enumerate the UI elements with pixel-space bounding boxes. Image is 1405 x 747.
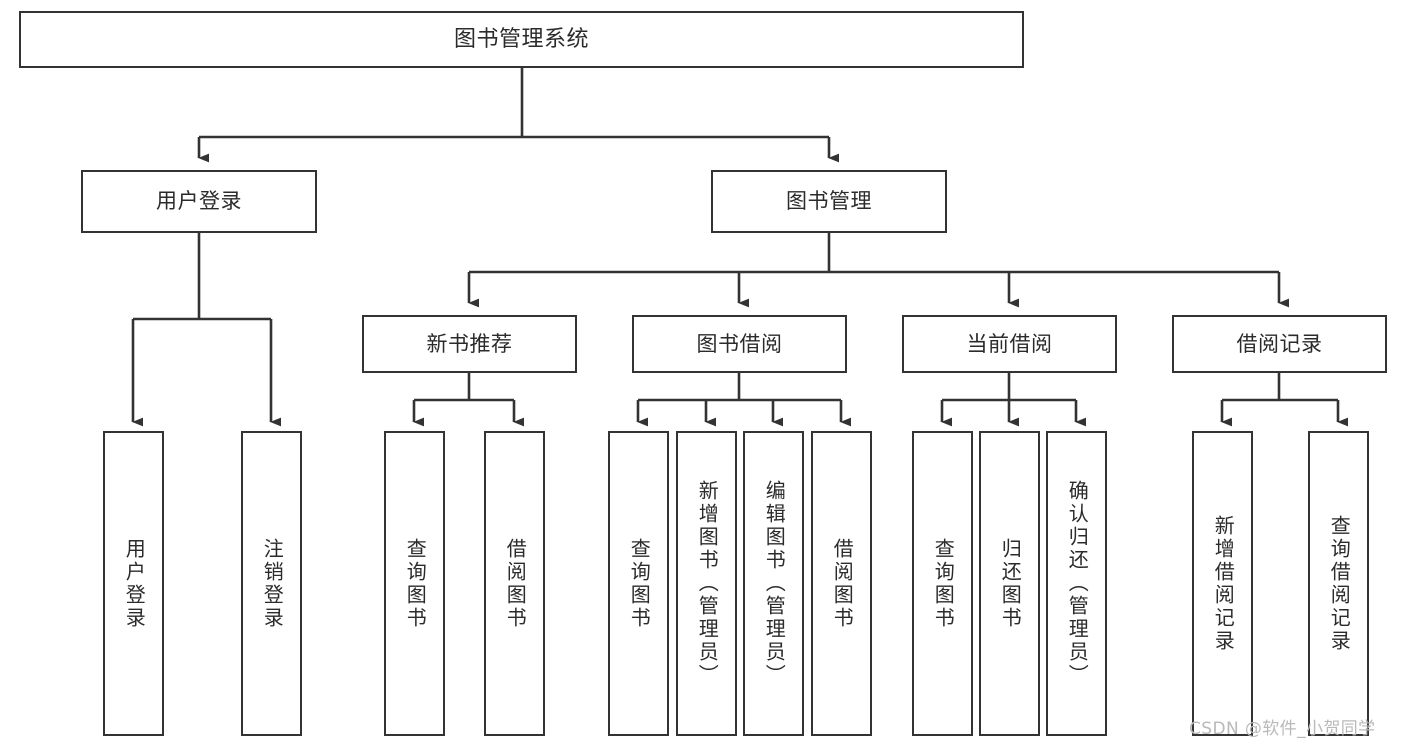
node-label: 归还图书: [998, 537, 1023, 630]
leaf-borrow-record-query[interactable]: 查询借阅记录: [1308, 431, 1369, 736]
leaf-current-borrow-confirm[interactable]: 确认归还（管理员）: [1046, 431, 1107, 736]
node-label: 新增借阅记录: [1211, 514, 1236, 653]
leaf-user-login-logout[interactable]: 注销登录: [241, 431, 302, 736]
node-label: 借阅图书: [503, 537, 528, 630]
node-label: 当前借阅: [966, 331, 1053, 356]
node-book-management[interactable]: 图书管理: [711, 170, 947, 233]
leaf-current-borrow-query[interactable]: 查询图书: [912, 431, 973, 736]
leaf-borrow-record-add[interactable]: 新增借阅记录: [1192, 431, 1253, 736]
node-label: 查询图书: [403, 537, 428, 630]
node-label: 新书推荐: [426, 331, 513, 356]
node-label: 借阅记录: [1236, 331, 1323, 356]
node-label: 借阅图书: [830, 537, 855, 630]
node-borrow-record[interactable]: 借阅记录: [1172, 315, 1387, 373]
csdn-watermark: CSDN @软件_小贺同学: [1189, 719, 1376, 739]
node-label: 查询图书: [627, 537, 652, 630]
leaf-book-borrow-query[interactable]: 查询图书: [608, 431, 669, 736]
leaf-user-login-login[interactable]: 用户登录: [103, 431, 164, 736]
node-label: 图书管理系统: [453, 26, 589, 52]
node-label: 图书借阅: [696, 331, 783, 356]
node-label: 确认归还（管理员）: [1065, 480, 1090, 687]
node-label: 新增图书（管理员）: [695, 480, 720, 687]
node-new-book-recommend[interactable]: 新书推荐: [362, 315, 577, 373]
node-label: 图书管理: [786, 189, 872, 214]
node-user-login[interactable]: 用户登录: [81, 170, 317, 233]
node-label: 编辑图书（管理员）: [762, 480, 787, 687]
leaf-book-borrow-edit[interactable]: 编辑图书（管理员）: [743, 431, 804, 736]
leaf-new-book-borrow[interactable]: 借阅图书: [484, 431, 545, 736]
node-label: 注销登录: [260, 537, 285, 630]
node-label: 查询借阅记录: [1327, 514, 1352, 653]
leaf-current-borrow-return[interactable]: 归还图书: [979, 431, 1040, 736]
leaf-new-book-query[interactable]: 查询图书: [384, 431, 445, 736]
node-label: 查询图书: [931, 537, 956, 630]
node-label: 用户登录: [156, 189, 242, 214]
node-current-borrow[interactable]: 当前借阅: [902, 315, 1117, 373]
node-book-borrow[interactable]: 图书借阅: [632, 315, 847, 373]
node-root-system[interactable]: 图书管理系统: [19, 11, 1024, 68]
leaf-book-borrow-borrow[interactable]: 借阅图书: [811, 431, 872, 736]
leaf-book-borrow-add[interactable]: 新增图书（管理员）: [676, 431, 737, 736]
node-label: 用户登录: [122, 537, 147, 630]
